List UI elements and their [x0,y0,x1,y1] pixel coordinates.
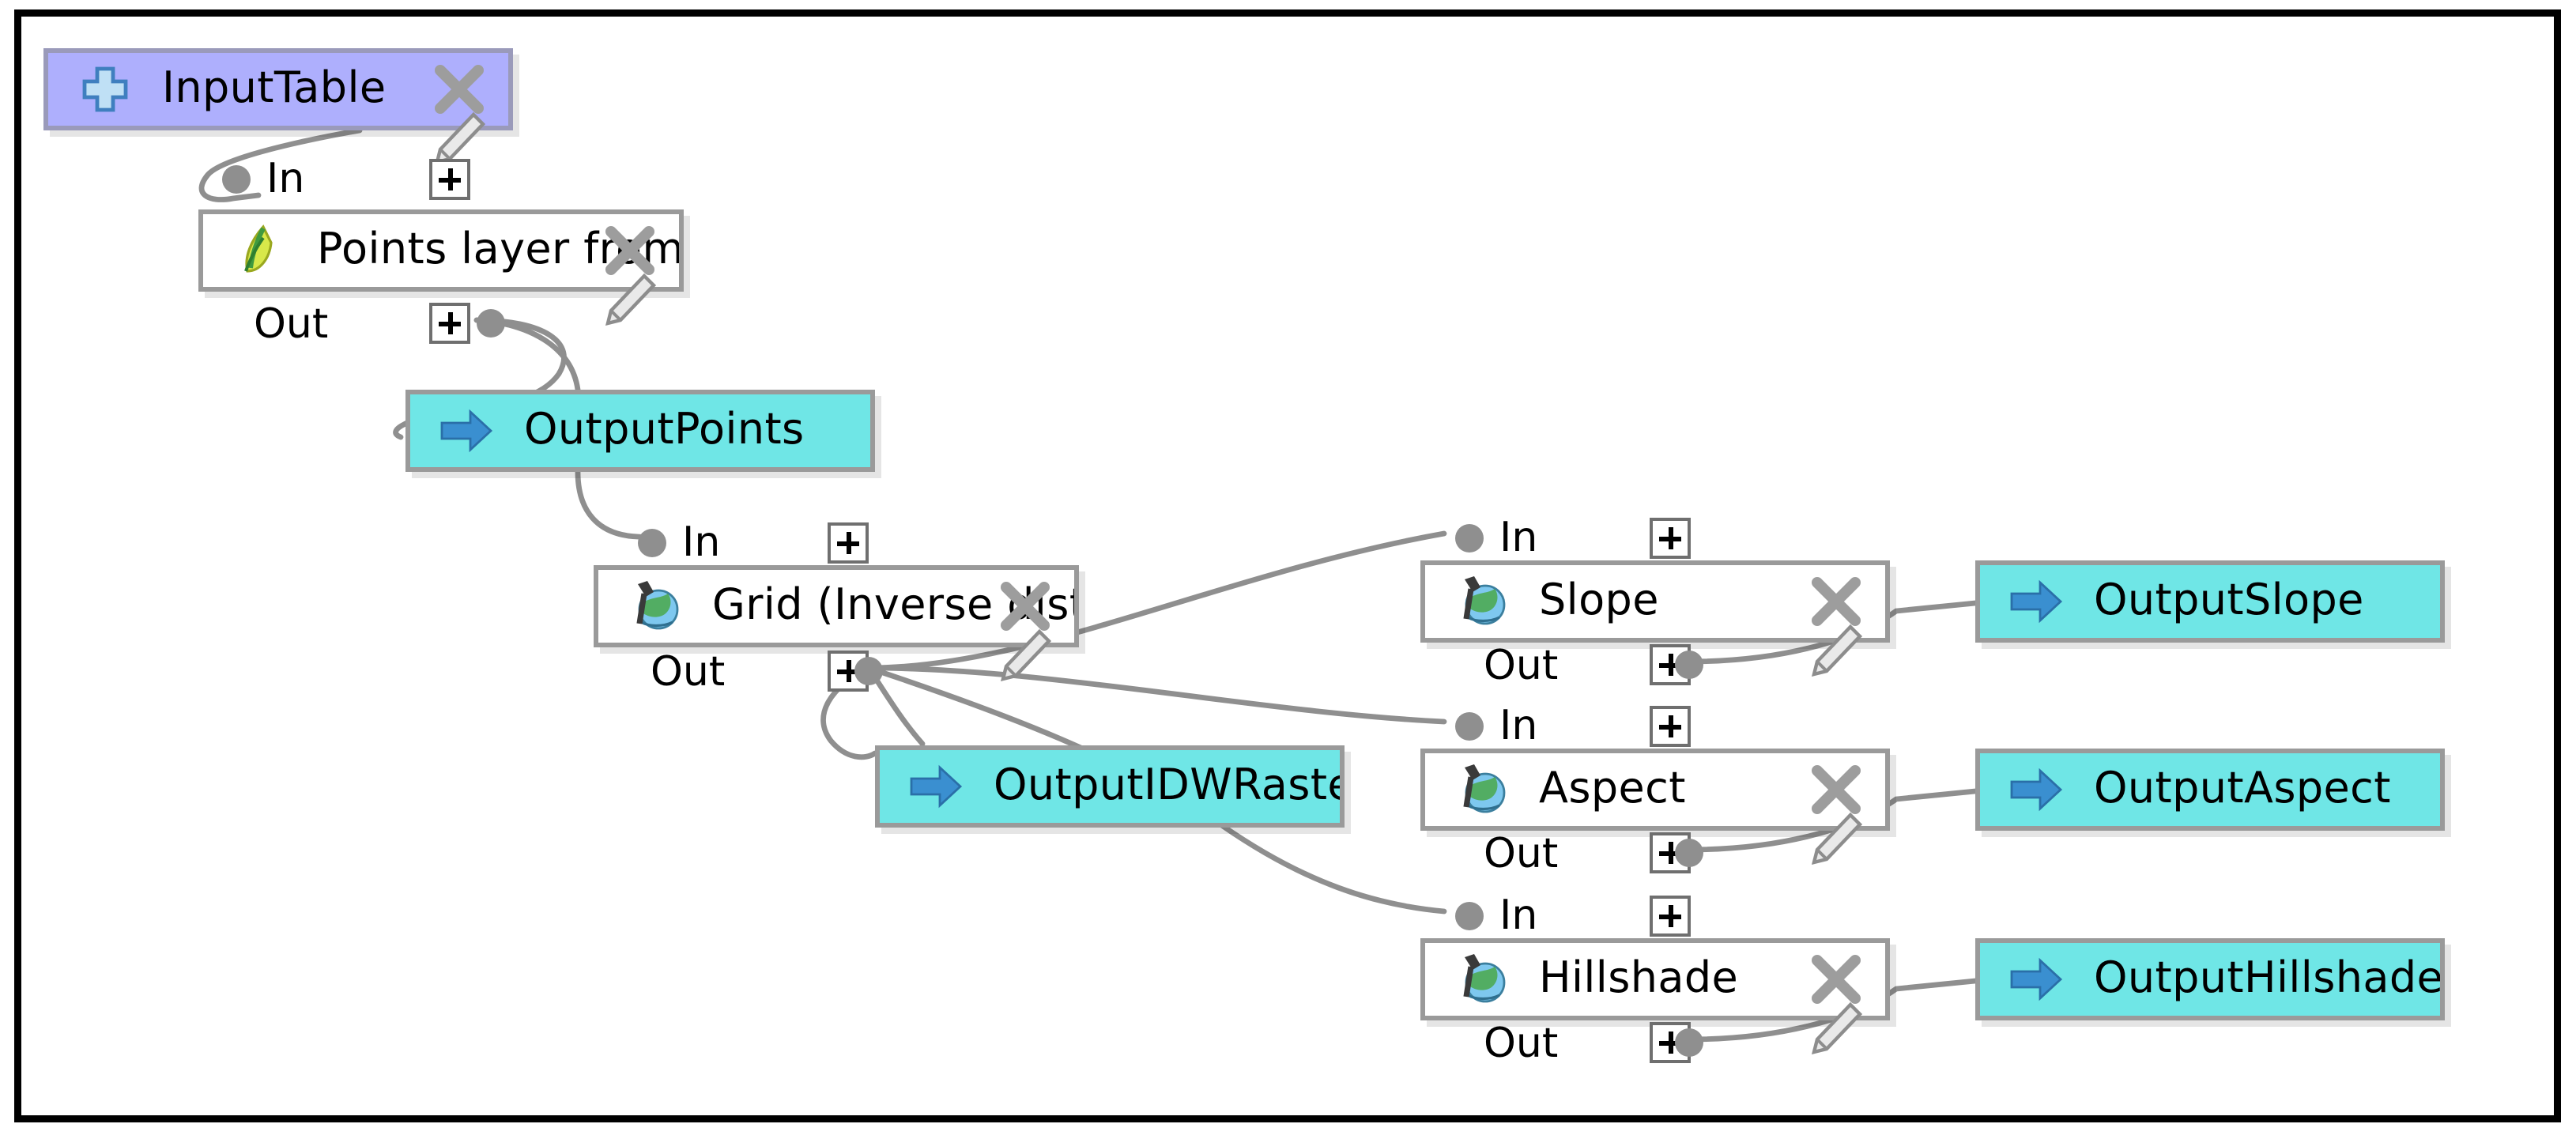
node-points-layer-from-table[interactable]: Points layer from table [198,209,684,326]
port-label: Out [254,301,329,349]
canvas-frame: InputTable [14,9,2561,1122]
close-icon[interactable] [1803,571,1869,635]
port-dot[interactable] [1455,524,1484,553]
arrow-right-icon [436,399,499,462]
port-out-points-layer[interactable]: Out [254,298,328,352]
port-label: Out [1484,643,1559,690]
node-output-slope[interactable]: OutputSlope [1975,560,2445,643]
port-dot-out-slope[interactable] [1675,651,1703,679]
node-output-aspect[interactable]: OutputAspect [1975,749,2445,831]
node-label: OutputAspect [2094,766,2391,813]
node-tools [992,576,1062,693]
expander-in-slope[interactable] [1650,518,1691,559]
gdal-algorithm-icon [1450,758,1514,821]
modeler-canvas[interactable]: InputTable [21,17,2554,1115]
expander-in-grid[interactable] [828,522,869,564]
port-label: Out [651,649,726,696]
node-input-table[interactable]: InputTable [43,48,513,165]
port-label: In [1499,515,1538,562]
arrow-right-icon [905,755,968,818]
qgis-algorithm-icon [228,219,292,282]
edit-icon[interactable] [1803,619,1869,682]
port-label: Out [1484,1020,1559,1068]
port-in-hillshade[interactable]: In [1455,889,1537,943]
close-icon[interactable] [1803,949,1869,1013]
node-label: Aspect [1539,766,1686,813]
port-in-aspect[interactable]: In [1455,700,1537,753]
expander-out-points-layer[interactable] [429,303,470,344]
node-tools [1803,949,1873,1066]
expander-in-hillshade[interactable] [1650,896,1691,937]
expander-in-points-layer[interactable] [429,159,470,200]
node-tools [1803,760,1873,877]
port-dot-out-points-layer[interactable] [477,309,505,338]
node-label: OutputIDWRaster [994,763,1340,810]
port-dot[interactable] [1455,712,1484,741]
close-icon[interactable] [597,221,663,284]
port-label: Out [1484,831,1559,878]
edit-icon[interactable] [992,624,1058,687]
expander-in-aspect[interactable] [1650,706,1691,747]
arrow-right-icon [2005,570,2069,633]
edit-icon[interactable] [1803,807,1869,870]
port-label: In [682,519,721,567]
port-dot[interactable] [222,165,251,194]
node-tools [597,221,666,338]
wire-grid-to-aspect [866,665,1447,725]
expander-out-hillshade[interactable] [1650,1022,1691,1063]
close-icon[interactable] [992,576,1058,639]
port-dot[interactable] [1455,902,1484,930]
node-tools [1803,571,1873,688]
port-label: In [1499,892,1538,940]
port-out-grid[interactable]: Out [651,646,725,700]
edit-icon[interactable] [597,268,663,331]
node-label: OutputHillshade [2094,956,2440,1003]
node-slope[interactable]: Slope [1420,560,1890,677]
close-icon[interactable] [426,59,492,123]
node-label: OutputSlope [2094,578,2364,625]
port-label: In [266,156,305,203]
node-hillshade[interactable]: Hillshade [1420,938,1890,1055]
gdal-algorithm-icon [1450,948,1514,1011]
port-dot-out-hillshade[interactable] [1675,1028,1703,1057]
node-label: Hillshade [1539,956,1739,1003]
plus-icon [74,58,137,121]
node-grid-inverse-distance[interactable]: Grid (Inverse distance to ... [594,565,1079,682]
port-in-points-layer[interactable]: In [222,153,304,206]
edit-icon[interactable] [1803,997,1869,1060]
port-out-hillshade[interactable]: Out [1484,1017,1558,1071]
port-in-slope[interactable]: In [1455,511,1537,565]
close-icon[interactable] [1803,760,1869,823]
port-label: In [1499,703,1538,750]
gdal-algorithm-icon [624,575,687,638]
node-label: OutputPoints [524,407,805,454]
gdal-algorithm-icon [1450,570,1514,633]
node-output-idw-raster[interactable]: OutputIDWRaster [875,745,1345,828]
node-label: InputTable [162,66,387,113]
arrow-right-icon [2005,758,2069,821]
port-dot-out-aspect[interactable] [1675,839,1703,867]
port-dot[interactable] [638,529,666,557]
port-dot-out-grid[interactable] [854,657,883,685]
node-aspect[interactable]: Aspect [1420,749,1890,866]
arrow-right-icon [2005,948,2069,1011]
node-label: Slope [1539,578,1659,625]
port-out-aspect[interactable]: Out [1484,828,1558,881]
node-tools [426,59,496,176]
node-output-points[interactable]: OutputPoints [405,390,875,472]
node-output-hillshade[interactable]: OutputHillshade [1975,938,2445,1020]
port-in-grid[interactable]: In [638,516,720,570]
port-out-slope[interactable]: Out [1484,639,1558,693]
